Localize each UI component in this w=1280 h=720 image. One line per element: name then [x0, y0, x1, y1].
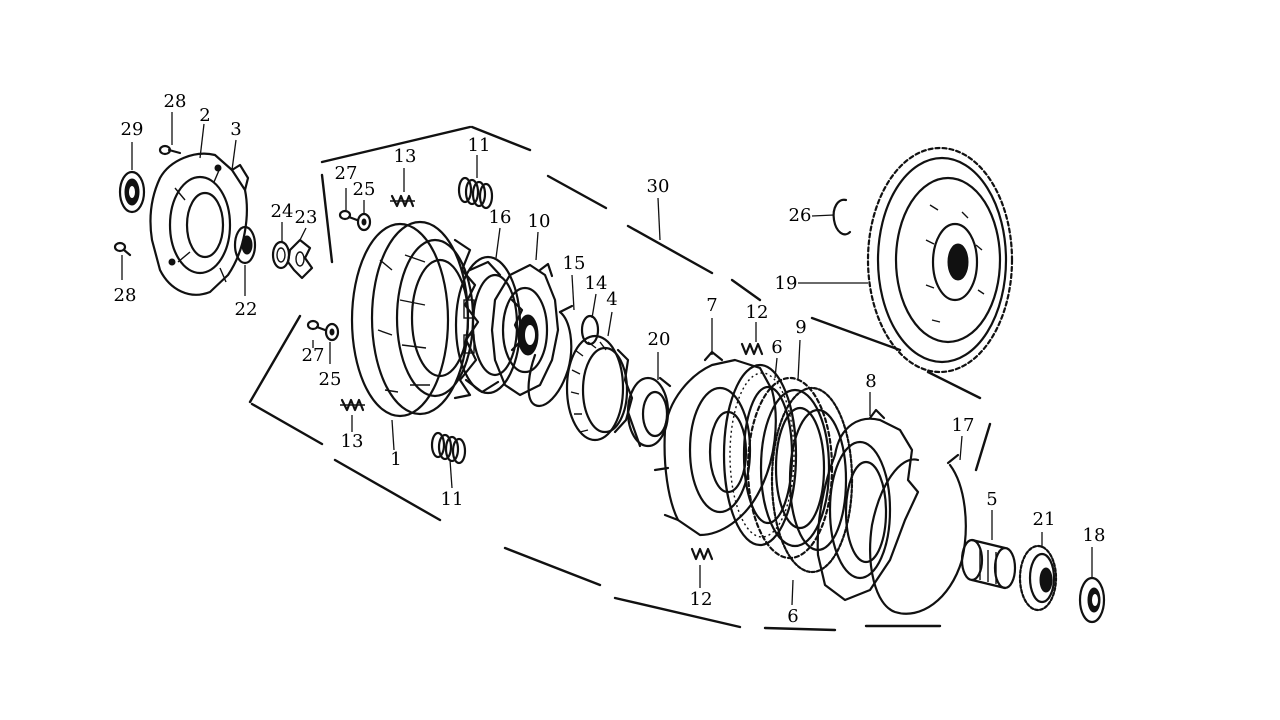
spring-part-11-top — [457, 176, 494, 210]
label-21: 21 — [1033, 509, 1056, 530]
washer-part-25-bottom — [324, 322, 340, 342]
assembly-boundary-30 — [248, 125, 992, 632]
label-11-bottom: 11 — [441, 489, 464, 510]
clutch-housing-part-1 — [350, 220, 480, 418]
spring-part-13-bottom — [340, 398, 365, 412]
spring-part-12-top — [740, 342, 764, 356]
label-28-top: 28 — [164, 91, 187, 112]
label-2: 2 — [199, 105, 210, 126]
label-5: 5 — [986, 489, 997, 510]
label-12-top: 12 — [746, 302, 769, 323]
label-24: 24 — [271, 201, 294, 222]
cover-plate-part-2 — [149, 152, 250, 296]
snap-ring-part-26 — [832, 198, 852, 236]
part-labels: 29 28 2 3 28 22 24 23 27 25 13 11 16 10 … — [114, 91, 1106, 627]
label-6-bottom: 6 — [787, 606, 798, 627]
label-17: 17 — [952, 415, 975, 436]
washer-part-25-top — [356, 212, 372, 232]
circlip-part-15 — [527, 304, 574, 408]
label-14: 14 — [585, 273, 608, 294]
thrust-washer-part-18 — [1078, 576, 1106, 624]
label-11-top: 11 — [468, 135, 491, 156]
label-22: 22 — [235, 299, 258, 320]
one-way-clutch-part-4 — [565, 334, 634, 442]
screw-part-28-top — [158, 144, 182, 156]
bolt-part-27-bottom — [306, 319, 327, 332]
label-27-bottom: 27 — [302, 345, 325, 366]
label-15: 15 — [563, 253, 586, 274]
label-25-bottom: 25 — [319, 369, 342, 390]
spring-part-12-bottom — [690, 547, 714, 561]
label-7: 7 — [706, 295, 717, 316]
drive-plate-part-10 — [490, 262, 560, 397]
label-19: 19 — [775, 273, 798, 294]
label-30: 30 — [647, 176, 670, 197]
label-1: 1 — [390, 449, 401, 470]
weight-cage-part-16 — [454, 255, 524, 395]
label-8: 8 — [865, 371, 876, 392]
label-13-bottom: 13 — [341, 431, 364, 452]
seal-part-29 — [118, 170, 146, 214]
label-18: 18 — [1083, 525, 1106, 546]
leader-lines — [121, 112, 1093, 606]
label-4: 4 — [606, 289, 617, 310]
pressure-plate-part-7 — [653, 350, 777, 537]
lock-washer-part-23 — [286, 238, 314, 280]
small-gear-part-21 — [1018, 544, 1058, 612]
label-10: 10 — [528, 211, 551, 232]
label-6-top: 6 — [771, 337, 782, 358]
label-27-top: 27 — [335, 163, 358, 184]
label-29: 29 — [121, 119, 144, 140]
label-28-bottom: 28 — [114, 285, 137, 306]
spring-part-11-bottom — [430, 431, 467, 465]
wire-ring-part-17 — [869, 453, 967, 615]
driven-plate-part-8 — [816, 408, 920, 602]
label-16: 16 — [489, 207, 512, 228]
label-23: 23 — [295, 207, 318, 228]
needle-bearing-part-5 — [960, 538, 1017, 590]
label-12-bottom: 12 — [690, 589, 713, 610]
clutch-plate-part-9 — [746, 376, 834, 560]
bolt-part-27-top — [338, 209, 359, 222]
label-9: 9 — [795, 317, 806, 338]
label-25-top: 25 — [353, 179, 376, 200]
nut-part-22 — [233, 225, 257, 265]
spring-part-13-top — [390, 194, 415, 208]
label-3: 3 — [230, 119, 241, 140]
label-26: 26 — [789, 205, 812, 226]
screw-part-28-bottom — [113, 241, 132, 257]
label-20: 20 — [648, 329, 671, 350]
driven-gear-part-19 — [866, 146, 1014, 374]
washer-part-24 — [271, 240, 291, 270]
label-13-top: 13 — [394, 146, 417, 167]
